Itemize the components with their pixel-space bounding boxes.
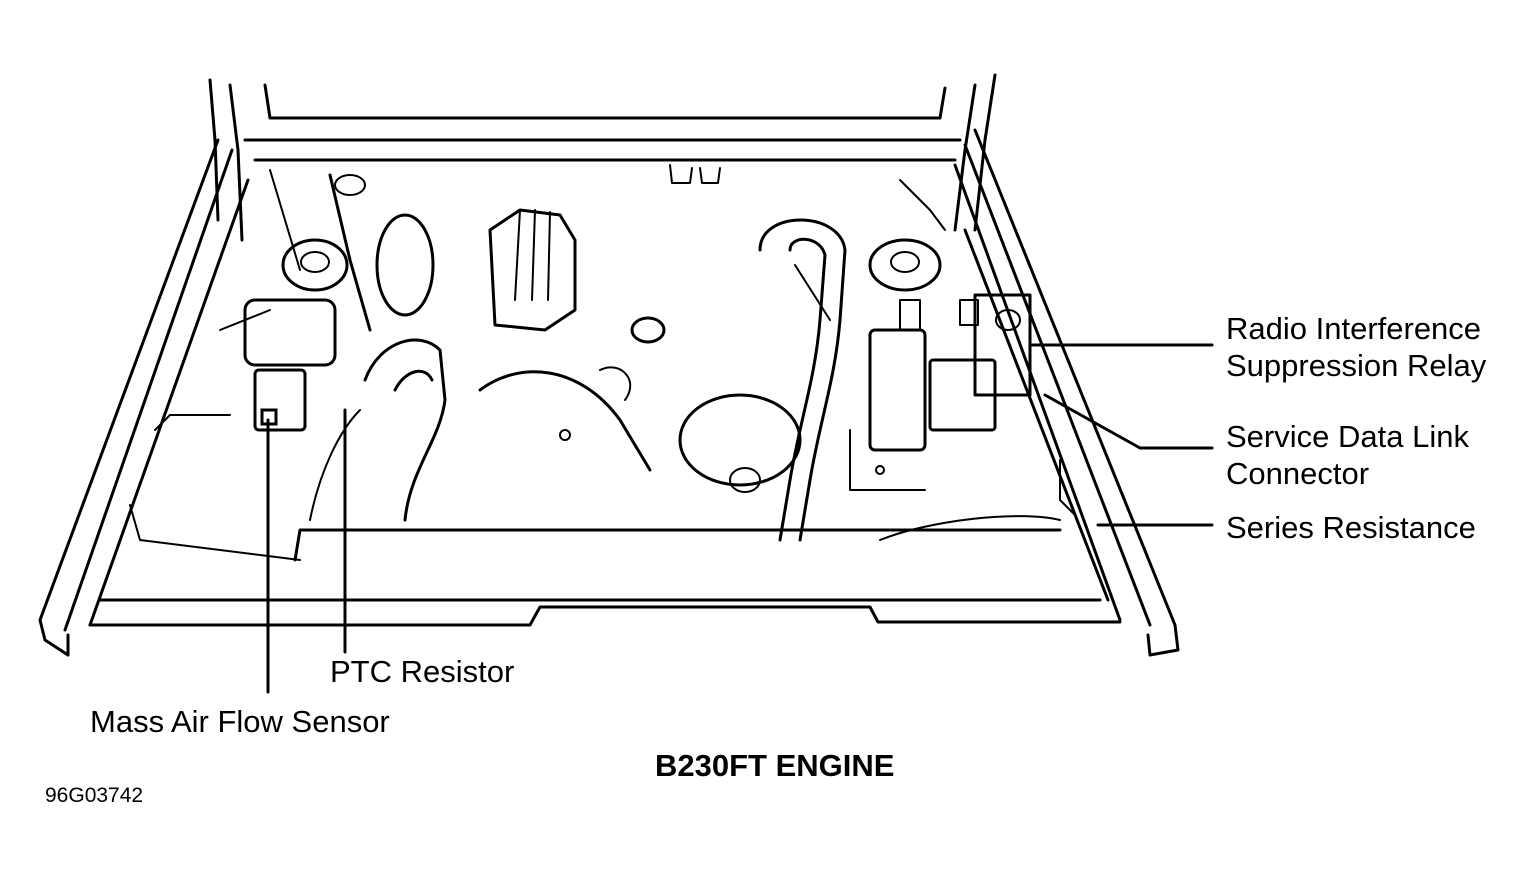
radio-relay-label: Radio Interference Suppression Relay (1226, 311, 1487, 383)
left-components (219, 169, 435, 432)
service-link-leader (1043, 393, 1214, 450)
turbocharger (678, 218, 847, 542)
service-link-label: Service Data Link Connector (1226, 419, 1469, 491)
distributor (478, 208, 666, 472)
right-fender (953, 128, 1180, 657)
leader-lines (266, 343, 1214, 694)
intake-hose (309, 338, 447, 522)
hood-outline (208, 73, 997, 242)
maf-sensor-label: Mass Air Flow Sensor (90, 704, 390, 739)
figure-code: 96G03742 (45, 784, 144, 807)
right-components (849, 179, 1076, 541)
left-fender (38, 138, 250, 657)
diagram-title: B230FT ENGINE (655, 748, 895, 783)
series-resistance-label: Series Resistance (1226, 510, 1476, 545)
ptc-resistor-label: PTC Resistor (330, 654, 515, 689)
